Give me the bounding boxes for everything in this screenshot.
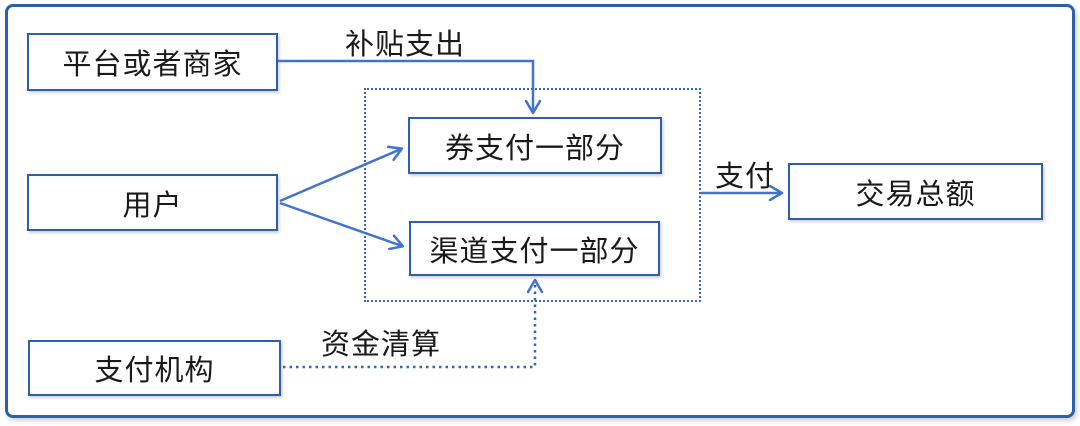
edge-label-pay: 支付 (714, 161, 775, 193)
node-channel-pays-part-label: 渠道支付一部分 (429, 235, 640, 268)
edge-label-subsidy: 补贴支出 (345, 29, 466, 61)
node-coupon-pays-part-label: 券支付一部分 (444, 132, 625, 165)
node-platform-or-merchant: 平台或者商家 (27, 33, 278, 91)
edge-label-settlement: 资金清算 (320, 329, 441, 361)
node-user: 用户 (27, 174, 278, 231)
node-transaction-total-label: 交易总额 (855, 178, 976, 211)
node-payment-institution-label: 支付机构 (94, 355, 215, 387)
node-coupon-pays-part: 券支付一部分 (408, 117, 662, 174)
node-platform-label: 平台或者商家 (62, 49, 243, 81)
node-channel-pays-part: 渠道支付一部分 (409, 221, 660, 276)
node-payment-institution: 支付机构 (28, 340, 281, 396)
node-user-label: 用户 (122, 189, 183, 222)
node-transaction-total: 交易总额 (788, 163, 1043, 220)
